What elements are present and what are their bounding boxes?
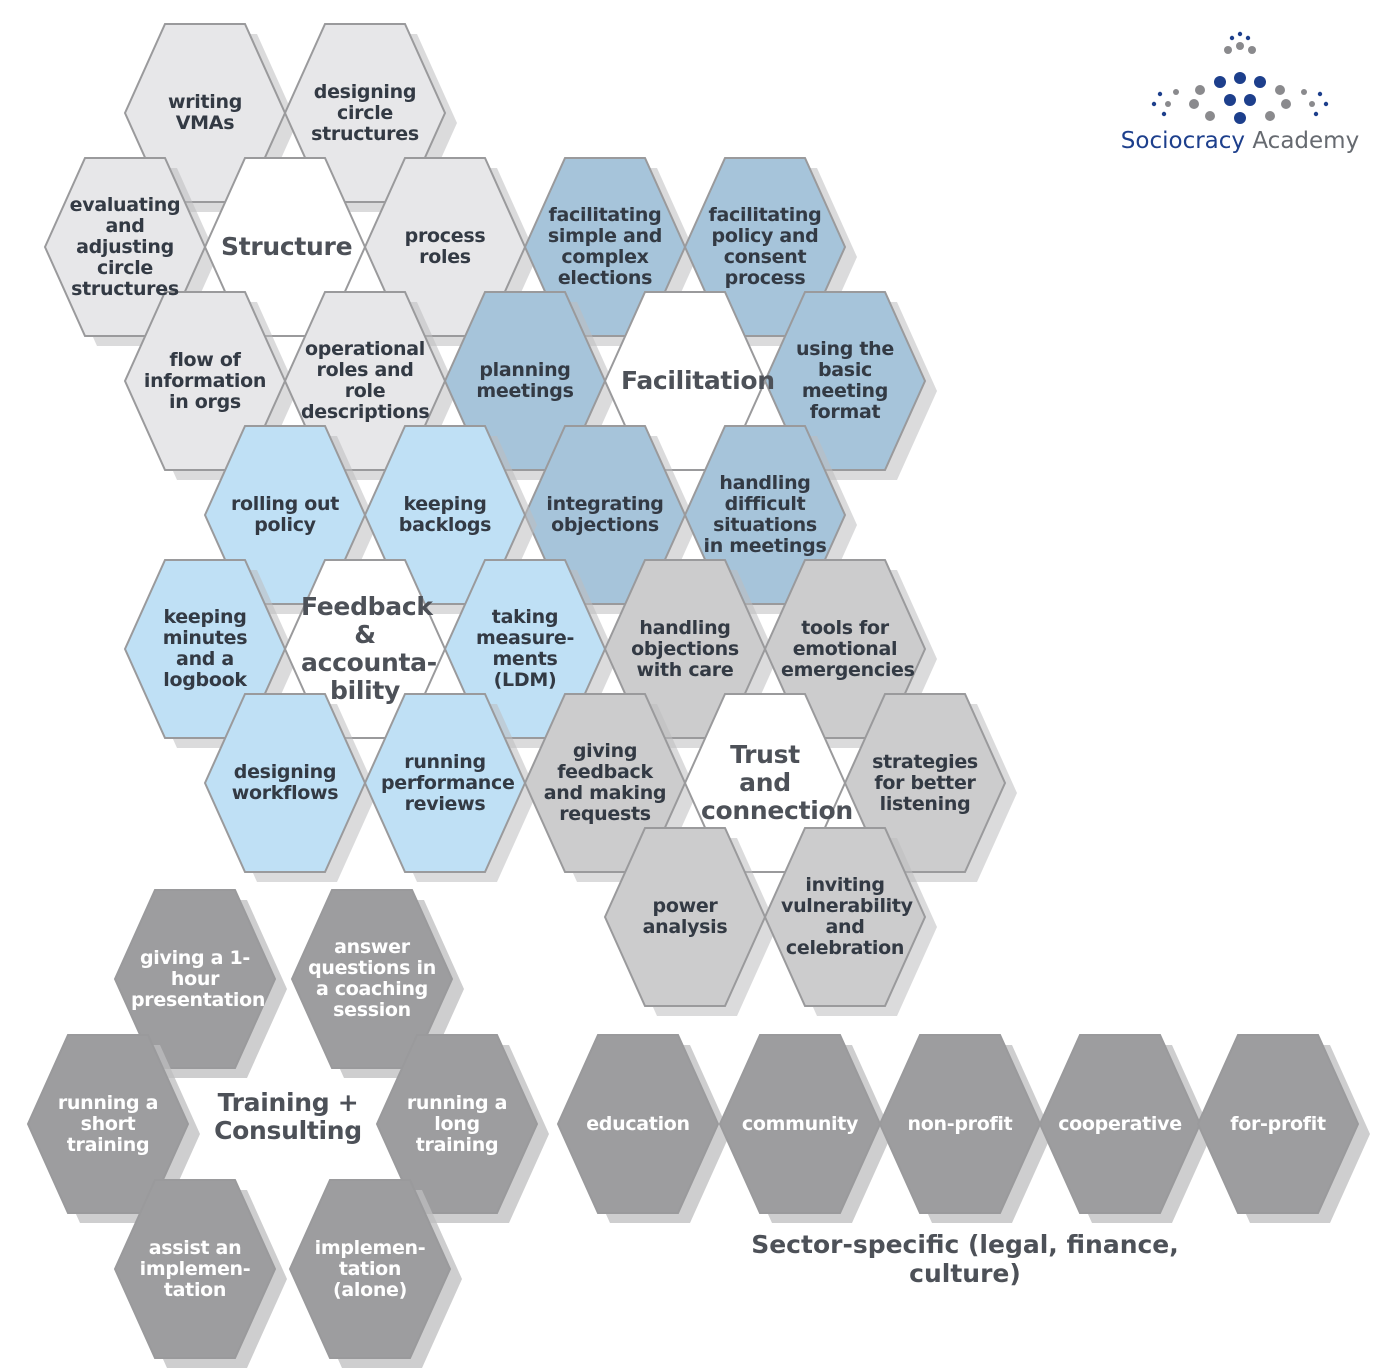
sector-specific-note: Sector-specific (legal, finance, culture… (751, 1230, 1179, 1288)
logo-dot (1275, 85, 1285, 95)
sector-non-profit: non-profit (878, 1034, 1052, 1223)
logo-dot (1224, 46, 1232, 54)
hexagon-fill (113, 1179, 277, 1359)
hexagon-shape (763, 827, 937, 1016)
category-training-consulting: Training + Consulting (208, 1028, 368, 1206)
logo-dot (1157, 91, 1163, 97)
logo-wordmark: Sociocracy Academy (1120, 128, 1360, 154)
logo-dot (1265, 111, 1275, 121)
hexagon-fill (763, 827, 927, 1007)
hexagon-fill (878, 1034, 1042, 1214)
hexagon-shape (878, 1034, 1052, 1223)
category-feedback-accountability: Feedback & accounta-bility (283, 559, 447, 739)
logo-dots-icon (1151, 31, 1329, 124)
hexagon-shape (718, 1034, 892, 1223)
logo-dot (1229, 35, 1235, 41)
hexagon-fill (363, 693, 527, 873)
hexagon-shape (113, 1179, 287, 1368)
logo-dot (1248, 46, 1256, 54)
skill-performance-reviews: running performance reviews (363, 693, 537, 882)
training-coaching-session: answer questions in a coaching session (290, 889, 464, 1078)
logo-dot (1173, 89, 1179, 95)
hexagon-shape (375, 1034, 549, 1223)
training-implementation-alone: implemen-tation (alone) (288, 1179, 462, 1368)
logo-dot (1224, 94, 1236, 106)
hexagon-fill (1196, 1034, 1360, 1214)
sector-community: community (718, 1034, 892, 1223)
hexagon-shape (26, 1034, 200, 1223)
logo-dot (1313, 111, 1319, 117)
hexagon-shape (288, 1179, 462, 1368)
hexagon-shape (290, 889, 464, 1078)
logo-dot (1244, 94, 1256, 106)
logo-dot (1151, 101, 1157, 107)
hexagon-shape (203, 693, 377, 882)
hexagon-fill (288, 1179, 452, 1359)
logo-dot (1195, 85, 1205, 95)
hexagon-shape (603, 827, 777, 1016)
logo-dot (1205, 111, 1215, 121)
logo-dot (1161, 111, 1167, 117)
training-assist-implementation: assist an implemen-tation (113, 1179, 287, 1368)
training-short-training: running a short training (26, 1034, 200, 1223)
logo-dot (1234, 112, 1246, 124)
hexagon-fill (1038, 1034, 1202, 1214)
logo-dot (1323, 101, 1329, 107)
logo-dot (1237, 31, 1243, 37)
skill-vulnerability-celebration: inviting vulnerability and celebration (763, 827, 937, 1016)
skill-power-analysis: power analysis (603, 827, 777, 1016)
hexagon-shape (556, 1034, 730, 1223)
logo-dot (1309, 101, 1315, 107)
sector-cooperative: cooperative (1038, 1034, 1212, 1223)
logo-dot (1165, 101, 1171, 107)
sociocracy-academy-logo: Sociocracy Academy (1120, 28, 1360, 168)
hexagon-fill (603, 827, 767, 1007)
logo-dot (1281, 99, 1291, 109)
training-1-hour-presentation: giving a 1-hour presentation (113, 889, 287, 1078)
hexagon-fill (203, 693, 367, 873)
hexagon-fill (556, 1034, 720, 1214)
logo-dot (1189, 99, 1199, 109)
skill-designing-workflows: designing workflows (203, 693, 377, 882)
sector-for-profit: for-profit (1196, 1034, 1370, 1223)
logo-dot (1317, 91, 1323, 97)
logo-dot (1254, 76, 1266, 88)
skill-evaluating-circle-structures: evaluating and adjusting circle structur… (43, 157, 217, 346)
hexagon-shape (363, 693, 537, 882)
hexagon-fill (718, 1034, 882, 1214)
hexagon-shape (1196, 1034, 1370, 1223)
logo-dot (1234, 72, 1246, 84)
hexagon-fill (113, 889, 277, 1069)
hexagon-shape (113, 889, 287, 1078)
logo-dot (1236, 42, 1244, 50)
logo-dot (1214, 76, 1226, 88)
hexagon-fill (375, 1034, 539, 1214)
logo-dot (1245, 35, 1251, 41)
training-long-training: running a long training (375, 1034, 549, 1223)
hexagon-shape (1038, 1034, 1212, 1223)
logo-dot (1301, 89, 1307, 95)
sector-education: education (556, 1034, 730, 1223)
